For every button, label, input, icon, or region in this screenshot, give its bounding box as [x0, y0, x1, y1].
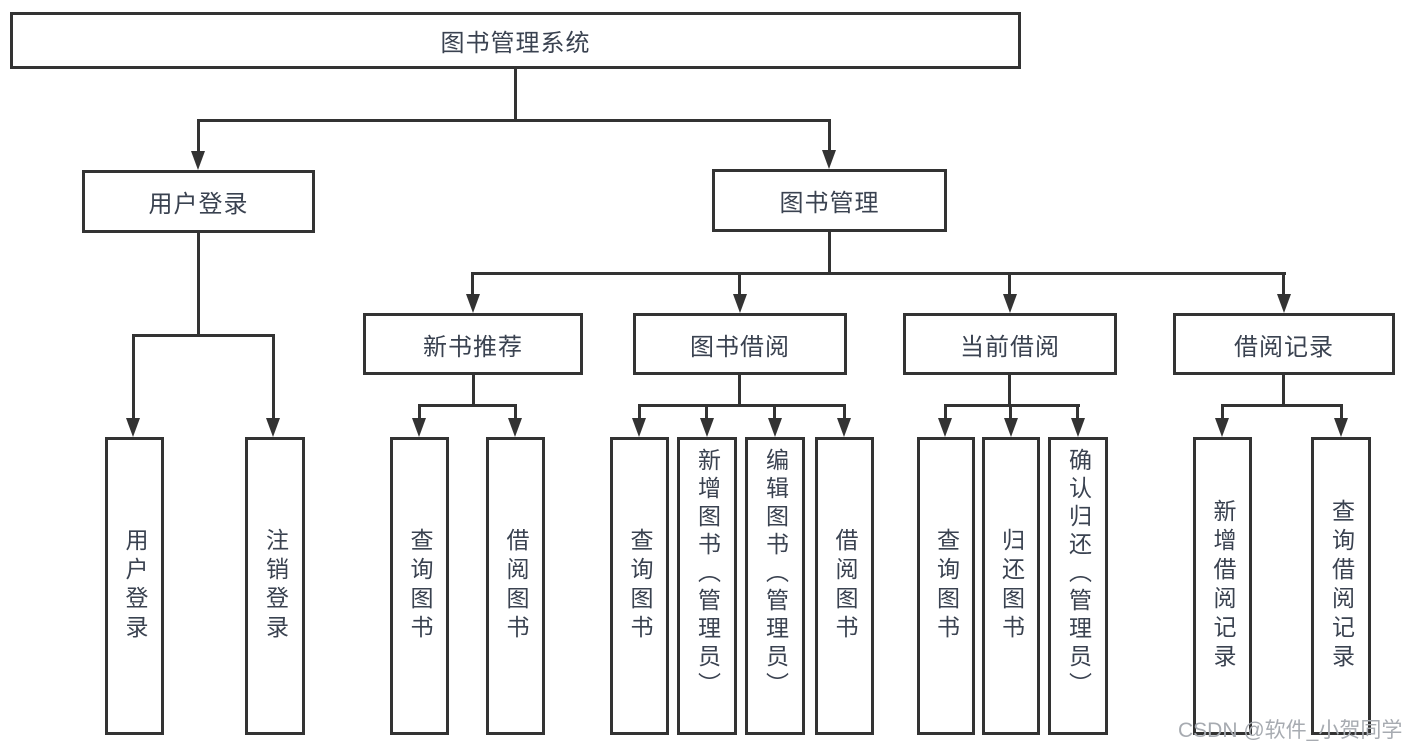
node-label: 当前借阅: [960, 333, 1060, 361]
arrow-down-icon: [191, 151, 205, 170]
arrow-down-icon: [1277, 294, 1291, 313]
arrow-down-icon: [938, 418, 952, 437]
connector-line: [738, 272, 741, 298]
connector-line: [1076, 404, 1079, 420]
node-user-login: 用户登录: [82, 170, 315, 233]
connector-line: [472, 375, 475, 406]
connector-line: [471, 272, 1286, 275]
connector-line: [944, 404, 1080, 407]
leaf-label: 确认归还（管理员）: [1065, 448, 1092, 700]
arrow-down-icon: [1004, 418, 1018, 437]
node-root: 图书管理系统: [10, 12, 1021, 69]
leaf-add-borrow-record: 新增借阅记录: [1193, 437, 1252, 735]
arrow-down-icon: [733, 294, 747, 313]
leaf-query-books-3: 查询图书: [917, 437, 975, 735]
leaf-label: 查询图书: [407, 528, 433, 644]
leaf-label: 归还图书: [998, 528, 1025, 644]
connector-line: [638, 404, 641, 420]
leaf-label: 注销登录: [262, 528, 289, 644]
connector-line: [828, 119, 831, 153]
node-new-books: 新书推荐: [363, 313, 583, 375]
arrow-down-icon: [632, 418, 646, 437]
connector-line: [944, 404, 947, 420]
leaf-query-borrow-record: 查询借阅记录: [1311, 437, 1371, 735]
arrow-down-icon: [768, 418, 782, 437]
connector-line: [514, 69, 517, 120]
arrow-down-icon: [1215, 418, 1229, 437]
leaf-label: 用户登录: [122, 528, 148, 644]
connector-line: [828, 232, 831, 274]
node-label: 新书推荐: [423, 333, 523, 361]
connector-line: [132, 334, 135, 420]
node-user-login-label: 用户登录: [148, 191, 249, 218]
leaf-label: 借阅图书: [503, 528, 529, 644]
leaf-label: 查询借阅记录: [1328, 499, 1355, 673]
connector-line: [197, 233, 200, 336]
leaf-label: 编辑图书（管理员）: [762, 448, 789, 700]
leaf-borrow-books-2: 借阅图书: [815, 437, 874, 735]
arrow-down-icon: [837, 418, 851, 437]
connector-line: [471, 272, 474, 298]
arrow-down-icon: [508, 418, 522, 437]
node-label: 图书借阅: [690, 333, 790, 361]
leaf-logout: 注销登录: [245, 437, 305, 735]
arrow-down-icon: [266, 418, 280, 437]
connector-line: [514, 404, 517, 420]
node-book-borrow: 图书借阅: [633, 313, 847, 375]
connector-line: [272, 334, 275, 420]
connector-line: [705, 404, 708, 420]
leaf-label: 借阅图书: [832, 528, 858, 644]
arrow-down-icon: [466, 294, 480, 313]
arrow-down-icon: [412, 418, 426, 437]
connector-line: [738, 375, 741, 406]
connector-line: [197, 119, 200, 153]
leaf-label: 新增借阅记录: [1210, 499, 1236, 673]
connector-line: [1221, 404, 1224, 420]
connector-line: [418, 404, 517, 407]
watermark: CSDN @软件_小贺同学: [1178, 719, 1403, 742]
arrow-down-icon: [1003, 294, 1017, 313]
connector-line: [197, 119, 831, 122]
leaf-add-books-admin: 新增图书（管理员）: [677, 437, 737, 735]
leaf-edit-books-admin: 编辑图书（管理员）: [745, 437, 805, 735]
connector-line: [773, 404, 776, 420]
node-book-mgmt-label: 图书管理: [779, 190, 880, 217]
connector-line: [1009, 404, 1012, 420]
arrow-down-icon: [1071, 418, 1085, 437]
leaf-query-books-2: 查询图书: [610, 437, 669, 735]
node-root-label: 图书管理系统: [440, 30, 591, 57]
leaf-label: 查询图书: [627, 528, 653, 644]
connector-line: [1008, 375, 1011, 406]
arrow-down-icon: [1334, 418, 1348, 437]
leaf-label: 新增图书（管理员）: [694, 448, 721, 700]
connector-line: [1221, 404, 1343, 407]
node-borrow-records: 借阅记录: [1173, 313, 1395, 375]
leaf-return-books: 归还图书: [982, 437, 1040, 735]
connector-line: [1008, 272, 1011, 298]
arrow-down-icon: [700, 418, 714, 437]
leaf-confirm-return-admin: 确认归还（管理员）: [1048, 437, 1108, 735]
connector-line: [418, 404, 421, 420]
arrow-down-icon: [126, 418, 140, 437]
node-book-mgmt: 图书管理: [712, 169, 947, 232]
leaf-user-login: 用户登录: [105, 437, 164, 735]
connector-line: [843, 404, 846, 420]
leaf-borrow-books-1: 借阅图书: [486, 437, 545, 735]
node-label: 借阅记录: [1234, 333, 1334, 361]
connector-line: [1340, 404, 1343, 420]
connector-line: [132, 334, 275, 337]
connector-line: [638, 404, 846, 407]
leaf-query-books-1: 查询图书: [390, 437, 449, 735]
connector-line: [1282, 375, 1285, 406]
arrow-down-icon: [822, 150, 836, 169]
connector-line: [1282, 272, 1285, 298]
node-current-borrow: 当前借阅: [903, 313, 1117, 375]
leaf-label: 查询图书: [933, 528, 960, 644]
